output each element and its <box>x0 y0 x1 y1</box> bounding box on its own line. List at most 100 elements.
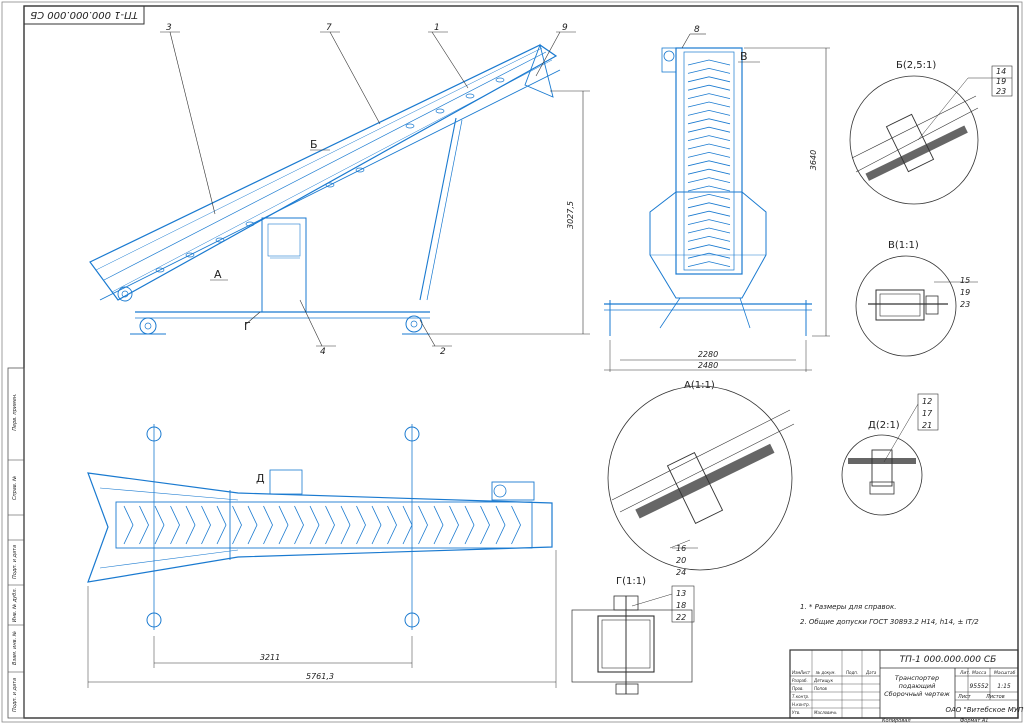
belt-chevron <box>139 505 149 545</box>
title-block: ТП-1 000.000.000 СБ Транспортер подающий… <box>789 649 1024 724</box>
belt-chevron <box>418 505 428 545</box>
belt-chevron <box>325 505 335 545</box>
belt-chevron <box>687 135 731 141</box>
belt-chevron <box>216 505 227 545</box>
note-1: 1. * Размеры для справок. <box>800 603 896 611</box>
detail-b-item-3: 23 <box>996 87 1006 96</box>
belt-chevron <box>687 93 731 99</box>
belt-chevron <box>263 505 273 545</box>
detail-g-title: Г(1:1) <box>616 576 646 587</box>
strip-label-3: Подп. и дата <box>12 545 18 579</box>
view-letter-g: Г <box>244 320 251 333</box>
tb-row-0-role: Изм. <box>792 670 801 675</box>
belt-chevron <box>687 101 731 108</box>
dim-width-inner: 2280 <box>698 350 718 359</box>
belt-chevron <box>687 244 731 251</box>
belt-chevron <box>687 76 731 83</box>
dim-plan-total: 5761,3 <box>306 672 334 681</box>
view-letter-b: Б <box>310 138 318 151</box>
belt-chevron <box>278 505 289 545</box>
detail-b-item-1: 14 <box>996 67 1006 76</box>
detail-a-item-1: 16 <box>676 544 686 553</box>
belt-chevron <box>402 505 413 545</box>
tb-row-1-sig: Дятищук <box>813 678 834 683</box>
title-name-2: подающий <box>899 682 936 690</box>
belt-chevron <box>185 505 196 545</box>
title-scale: 1:15 <box>997 683 1011 690</box>
belt-chevron <box>294 505 304 545</box>
belt-chevron <box>687 160 731 167</box>
side-strip: Перв. примен. Справ. № Подп. и дата Инв.… <box>7 367 25 719</box>
belt-chevron <box>687 177 731 183</box>
title-col-lit: Лит. <box>959 670 970 676</box>
detail-v-item-1: 15 <box>960 276 970 285</box>
belt-chevron <box>433 505 444 545</box>
callout-9: 9 <box>562 23 568 33</box>
belt-chevron <box>480 505 490 545</box>
title-col-scale: Масштаб <box>994 670 1016 676</box>
belt-chevron <box>123 505 134 545</box>
belt-chevron <box>687 67 731 74</box>
title-sheet: Лист <box>957 694 972 700</box>
belt-chevron <box>687 84 731 91</box>
belt-chevron <box>687 261 731 267</box>
top-stamp-text: ТП-1 000.000.000 СБ <box>30 9 138 20</box>
detail-d-item-3: 21 <box>922 421 932 430</box>
belt-chevron <box>340 505 351 545</box>
detail-a-item-3: 24 <box>676 568 686 577</box>
belt-chevron <box>449 505 459 545</box>
strip-label-5: Взам. инв. № <box>12 631 18 665</box>
callout-8: 8 <box>694 25 700 35</box>
callout-2: 2 <box>440 347 446 357</box>
belt-chevron <box>687 227 731 234</box>
dim-height-main: 3027,5 <box>566 201 575 229</box>
detail-g-item-2: 18 <box>676 601 686 610</box>
side-view: 3027,5 <box>89 43 590 335</box>
detail-g-item-3: 22 <box>676 613 686 622</box>
detail-v-item-3: 23 <box>960 300 970 309</box>
tb-row-1-role: Разраб. <box>792 678 808 683</box>
tb-row-0-sig: Лист <box>799 670 811 675</box>
belt-chevron <box>687 168 731 175</box>
belt-chevron <box>387 505 397 545</box>
callout-3: 3 <box>166 23 172 33</box>
inner-frame <box>23 5 1019 719</box>
title-name-1: Транспортер <box>895 674 939 682</box>
detail-b-title: Б(2,5:1) <box>896 60 936 71</box>
belt-chevron <box>687 185 731 192</box>
belt-chevron <box>201 505 211 545</box>
belt-chevron <box>687 235 731 242</box>
strip-label-2: Справ. № <box>12 476 18 500</box>
belt-chevron <box>687 219 731 225</box>
belt-chevron <box>464 505 475 545</box>
title-format: Формат А1 <box>960 718 988 724</box>
belt-chevron <box>232 505 242 545</box>
belt-chevron <box>495 505 506 545</box>
dim-width-outer: 2480 <box>698 361 718 370</box>
tb-row-3-role: Т.контр. <box>792 694 809 699</box>
belt-chevron <box>687 59 731 66</box>
tb-row-2-sig: Попов <box>814 686 828 691</box>
belt-chevron <box>687 193 731 200</box>
detail-v-title: В(1:1) <box>888 240 919 251</box>
front-view: 3640 2280 2480 8 В <box>604 25 830 372</box>
belt-chevron <box>687 126 731 133</box>
belt-chevron <box>687 210 731 217</box>
detail-g: Г(1:1) 13 18 22 <box>571 576 695 695</box>
title-mass: 95552 <box>969 683 988 690</box>
detail-d-item-1: 12 <box>922 397 932 406</box>
detail-b-item-2: 19 <box>996 77 1006 86</box>
belt-chevron <box>309 505 320 545</box>
detail-v-item-2: 19 <box>960 288 970 297</box>
tb-row-0-date: Дата <box>865 670 877 675</box>
callout-1: 1 <box>434 23 440 33</box>
note-2: 2. Общие допуски ГОСТ 30893.2 Н14, h14, … <box>800 618 979 626</box>
belt-chevron <box>511 505 521 545</box>
belt-chevron <box>371 505 382 545</box>
title-copied: Копировал <box>882 718 911 724</box>
top-stamp: ТП-1 000.000.000 СБ <box>23 5 145 25</box>
detail-a-title: А(1:1) <box>684 380 715 391</box>
callout-7: 7 <box>326 23 332 33</box>
tb-row-5-role: Утв. <box>792 710 800 715</box>
